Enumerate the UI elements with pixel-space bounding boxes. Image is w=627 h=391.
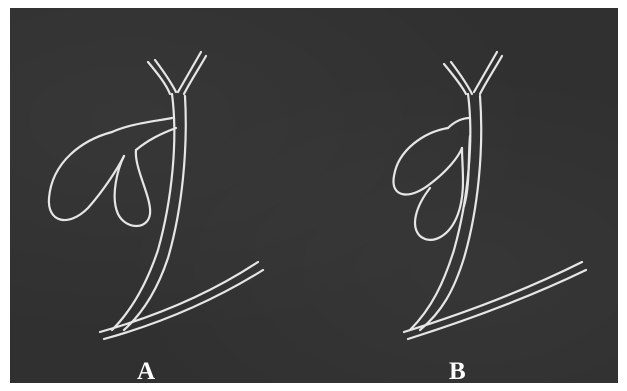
dark-board-background [10,8,618,383]
panel-label-a: A [137,358,156,385]
drawing-a [47,50,265,341]
panel-label-b: B [449,358,466,385]
drawing-b [392,50,588,341]
